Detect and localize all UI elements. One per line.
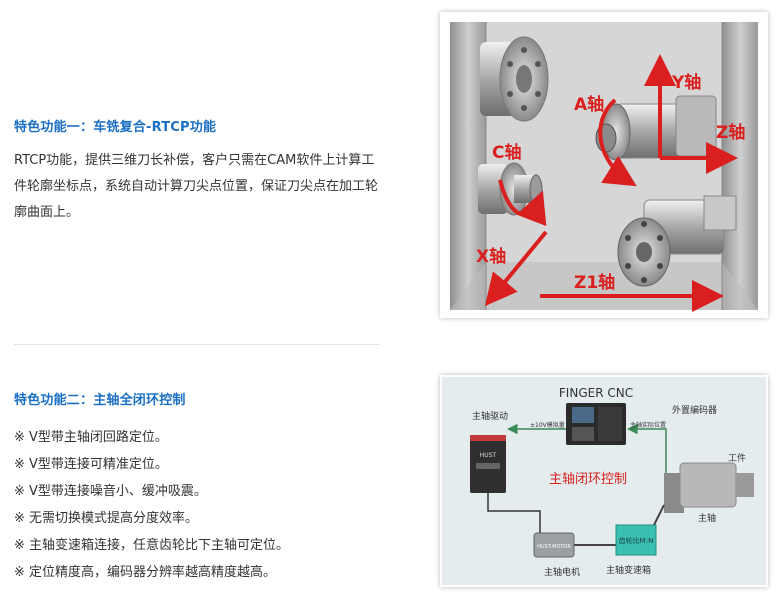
encoder-label: 外置编码器 <box>672 404 717 416</box>
cnc-label: FINGER CNC <box>559 386 633 400</box>
spindle-loop-figure: FINGER CNC 主轴驱动 HUST ±10V模拟量 主轴实际位置 外置编码… <box>440 375 768 587</box>
feature2-bullet-list: ※ V型带主轴闭回路定位。 ※ V型带连接可精准定位。 ※ V型带连接噪音小、缓… <box>14 424 289 586</box>
closed-loop-label: 主轴闭环控制 <box>549 472 627 487</box>
drive-brand: HUST <box>480 452 497 459</box>
position-label: 主轴实际位置 <box>630 421 666 429</box>
bullet-item: ※ V型带连接可精准定位。 <box>14 457 168 472</box>
tool-turret <box>617 195 737 287</box>
z-axis-label: Z轴 <box>716 122 745 143</box>
x-axis-arrow <box>484 230 548 307</box>
feature1-description: RTCP功能，提供三维刀长补偿，客户只需在CAM软件上计算工件轮廓坐标点，系统自… <box>14 153 379 220</box>
bullet-item: ※ V型带连接噪音小、缓冲吸震。 <box>14 484 207 499</box>
a-axis-label: A轴 <box>574 94 604 115</box>
cnc-controller <box>566 403 626 445</box>
workpiece-label: 工件 <box>728 452 746 464</box>
rtcp-figure: C轴 A轴 Y轴 Z轴 X轴 Z1轴 <box>440 12 768 318</box>
spindle-drive: HUST <box>470 435 506 493</box>
gear-ratio-label: 齿轮比M:N <box>619 536 654 545</box>
gearbox: 齿轮比M:N <box>615 524 657 556</box>
a-axis-rotation-arrow <box>598 98 637 187</box>
c-axis-label: C轴 <box>492 142 521 163</box>
chuck-top <box>480 36 549 122</box>
right-wall <box>722 22 758 310</box>
drive-motor-wire <box>487 493 541 535</box>
spindle-assembly <box>664 462 754 513</box>
bullet-item: ※ 主轴变速箱连接，任意齿轮比下主轴可定位。 <box>14 538 290 553</box>
z1-axis-label: Z1轴 <box>574 272 615 293</box>
feature1-title: 特色功能一：车铣复合-RTCP功能 <box>14 120 217 135</box>
feature2-title: 特色功能二：主轴全闭环控制 <box>14 393 186 408</box>
milling-head <box>595 95 717 161</box>
bullet-item: ※ V型带主轴闭回路定位。 <box>14 430 168 445</box>
y-axis-label: Y轴 <box>671 72 701 93</box>
x-axis-label: X轴 <box>476 246 506 267</box>
c-axis-rotation-arrow <box>498 179 547 227</box>
bullet-item: ※ 无需切换模式提高分度效率。 <box>14 511 199 526</box>
voltage-cmd-label: ±10V模拟量 <box>530 421 565 429</box>
motor-brand: HUST-MOTOR <box>537 544 571 550</box>
spindle-motor: HUST-MOTOR <box>533 532 575 558</box>
position-feedback-line <box>627 423 667 473</box>
spindle-label: 主轴 <box>698 512 716 524</box>
gearbox-spindle-belt <box>653 504 665 526</box>
gearbox-label: 主轴变速箱 <box>606 564 651 576</box>
spindle-drive-label: 主轴驱动 <box>472 410 508 422</box>
bullet-item: ※ 定位精度高，编码器分辨率越高精度越高。 <box>14 565 277 580</box>
section-divider <box>14 344 380 345</box>
motor-label: 主轴电机 <box>544 566 580 578</box>
